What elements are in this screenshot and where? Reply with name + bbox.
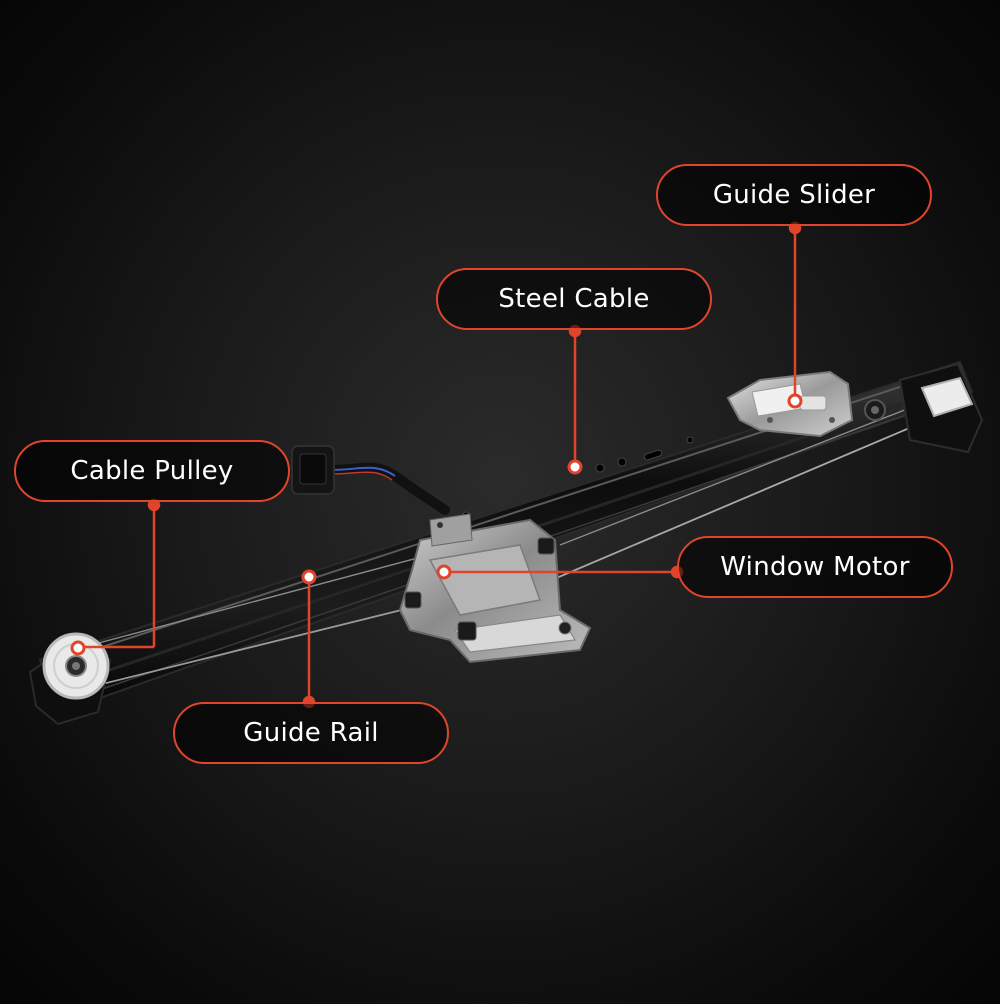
callout-window-motor: Window Motor <box>677 536 953 598</box>
upper-pulley <box>864 362 984 454</box>
callout-steel-cable: Steel Cable <box>436 268 712 330</box>
steel-cable <box>77 399 941 691</box>
callout-guide-slider: Guide Slider <box>656 164 932 226</box>
window-motor <box>398 513 592 664</box>
callout-cable-pulley: Cable Pulley <box>14 440 290 502</box>
cable-pulley <box>28 632 112 726</box>
connector-wire <box>291 445 450 515</box>
callout-guide-rail: Guide Rail <box>173 702 449 764</box>
